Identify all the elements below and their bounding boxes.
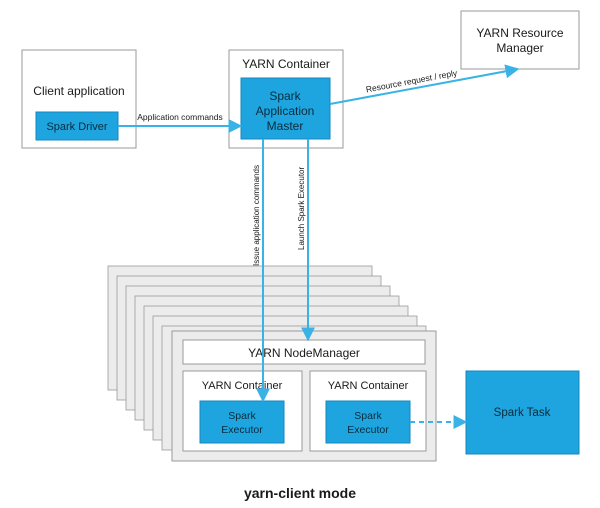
issue-commands-label: Issue application commands xyxy=(252,165,261,266)
executor-left-line1: Spark xyxy=(228,410,256,422)
spark-driver-label: Spark Driver xyxy=(46,121,107,133)
spark-task-box xyxy=(465,370,580,455)
spark-task-label: Spark Task xyxy=(494,407,551,419)
client-application-title: Client application xyxy=(33,84,124,98)
resource-manager-line2: Manager xyxy=(496,41,543,55)
yarn-node-manager-box xyxy=(182,339,426,365)
app-master-line2: Application xyxy=(256,104,315,118)
app-master-line3: Master xyxy=(267,119,304,133)
executor-right-line2: Executor xyxy=(347,424,389,436)
executor-left-line2: Executor xyxy=(221,424,263,436)
yarn-node-manager-label: YARN NodeManager xyxy=(248,346,360,360)
diagram-caption: yarn-client mode xyxy=(244,485,356,501)
yarn-container-top-title: YARN Container xyxy=(242,57,330,71)
yarn-container-left-title: YARN Container xyxy=(202,380,283,392)
executor-right-line1: Spark xyxy=(354,410,382,422)
app-master-line1: Spark xyxy=(269,89,301,103)
spark-driver-box xyxy=(35,111,119,141)
resource-request-label: Resource request / reply xyxy=(365,68,459,95)
application-commands-label: Application commands xyxy=(137,112,223,122)
spark-application-master-box xyxy=(240,77,331,140)
resource-manager-line1: YARN Resource xyxy=(476,26,563,40)
yarn-resource-manager-box xyxy=(460,10,580,70)
spark-executor-right-box xyxy=(325,400,411,444)
yarn-container-right-title: YARN Container xyxy=(328,380,409,392)
launch-executor-label: Launch Spark Executor xyxy=(297,167,306,250)
spark-executor-left-box xyxy=(199,400,285,444)
resource-request-arrow xyxy=(329,64,520,105)
